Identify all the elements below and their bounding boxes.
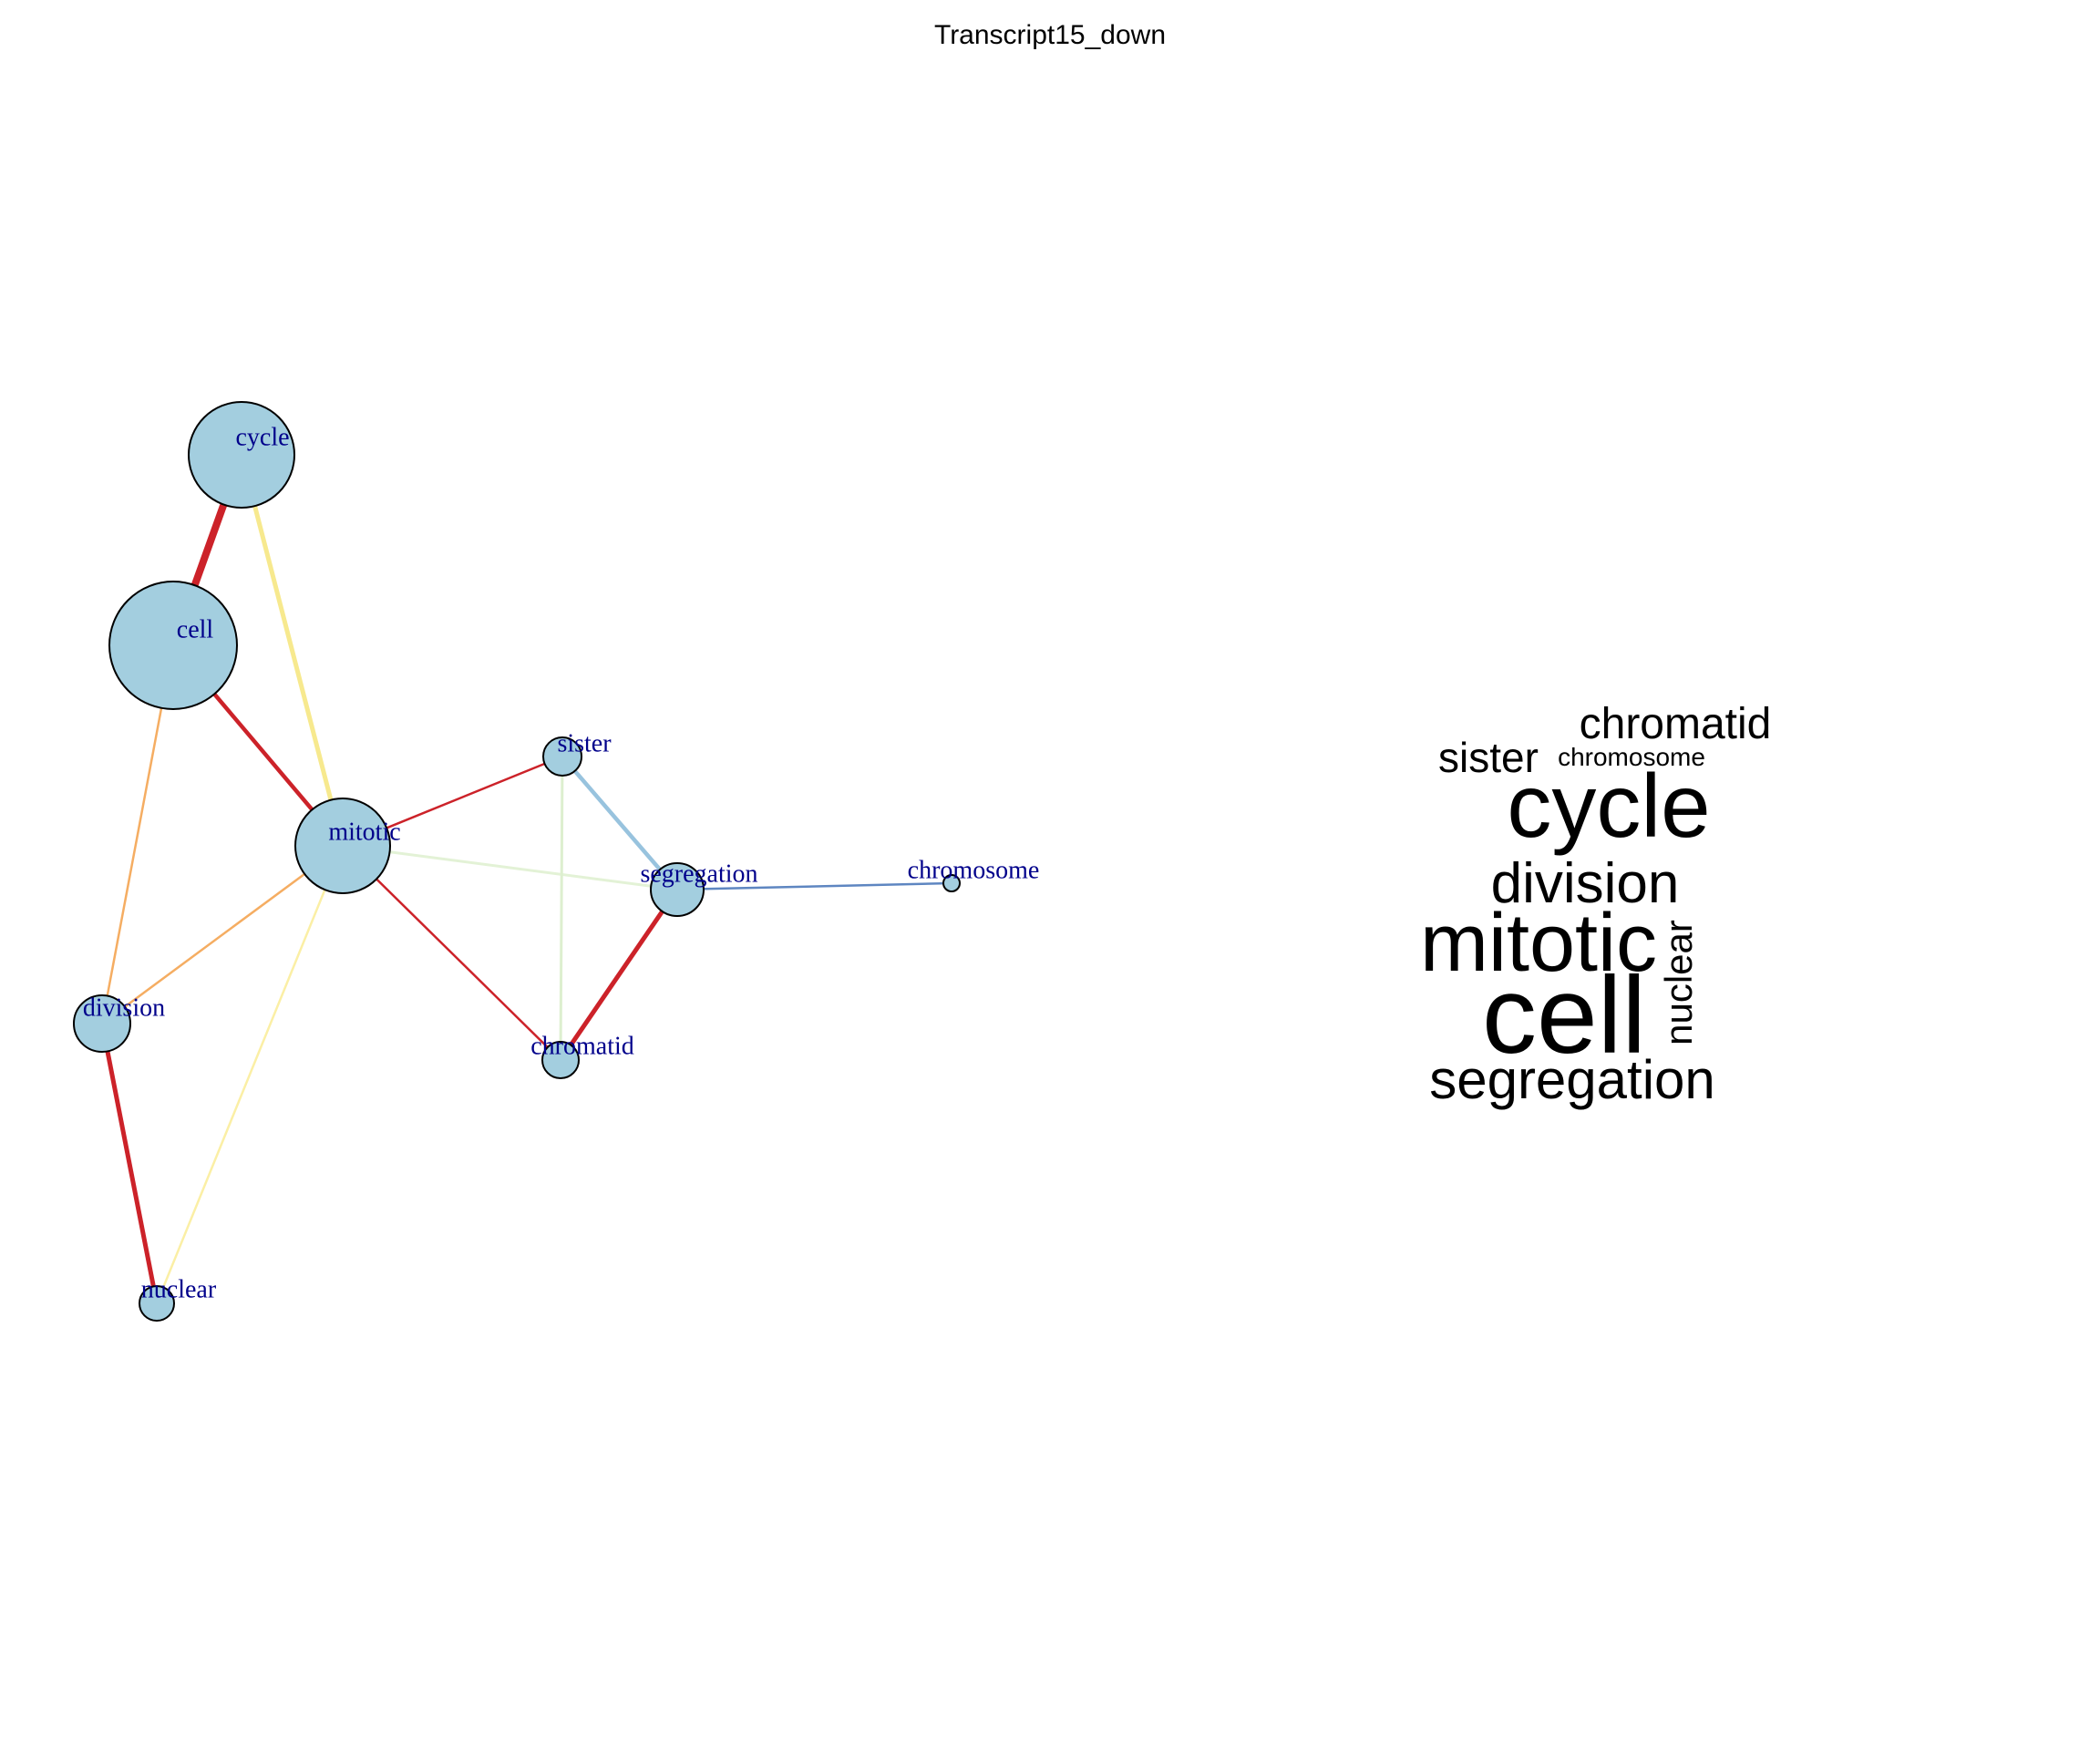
node-label-segregation: segregation <box>640 860 757 888</box>
node-label-division: division <box>83 993 165 1022</box>
node-label-cycle: cycle <box>235 423 289 451</box>
node-label-sister: sister <box>557 729 612 757</box>
network-edges <box>99 453 952 1304</box>
cloud-word-chromosome: chromosome <box>1558 743 1705 771</box>
node-cycle <box>188 401 295 509</box>
cloud-word-cycle: cycle <box>1507 756 1710 856</box>
node-nuclear <box>139 1285 175 1322</box>
network-labels: cycle cell mitotic sister segregation chromos… <box>83 423 1039 1303</box>
node-label-mitotic: mitotic <box>328 818 400 846</box>
node-segregation <box>650 862 705 917</box>
cloud-word-nuclear: nuclear <box>1657 920 1700 1045</box>
edge-mitotic-chromatid <box>342 845 561 1061</box>
network-nodes <box>73 401 961 1322</box>
node-label-chromatid: chromatid <box>530 1032 634 1060</box>
edge-cycle-mitotic <box>239 454 345 847</box>
cloud-word-segregation: segregation <box>1429 1049 1715 1110</box>
node-division <box>73 994 131 1053</box>
edge-mitotic-nuclear <box>155 845 345 1304</box>
edge-sister-chromatid <box>559 756 564 1061</box>
edge-segregation-chromosome <box>676 881 952 891</box>
edge-division-nuclear <box>99 1023 160 1304</box>
edge-segregation-chromatid <box>558 888 680 1062</box>
cloud-word-cell: cell <box>1482 954 1646 1076</box>
node-sister <box>542 736 582 777</box>
cloud-word-division: division <box>1491 852 1680 915</box>
node-label-chromosome: chromosome <box>908 856 1040 884</box>
node-chromosome <box>942 874 961 892</box>
edge-mitotic-division <box>101 844 344 1025</box>
edge-sister-segregation <box>561 755 679 891</box>
cloud-word-sister: sister <box>1438 734 1539 781</box>
edge-mitotic-segregation <box>342 844 678 891</box>
node-label-nuclear: nuclear <box>141 1275 217 1303</box>
figure-title: Transcript15_down <box>934 20 1166 50</box>
cloud-word-chromatid: chromatid <box>1580 700 1772 748</box>
word-cloud: chromatid sister chromosomecycledivisionmi… <box>1420 700 1771 1110</box>
node-mitotic <box>294 798 391 894</box>
node-label-cell: cell <box>177 615 214 643</box>
node-chromatid <box>541 1041 580 1079</box>
cloud-word-mitotic: mitotic <box>1420 898 1657 989</box>
node-cell <box>108 581 238 710</box>
